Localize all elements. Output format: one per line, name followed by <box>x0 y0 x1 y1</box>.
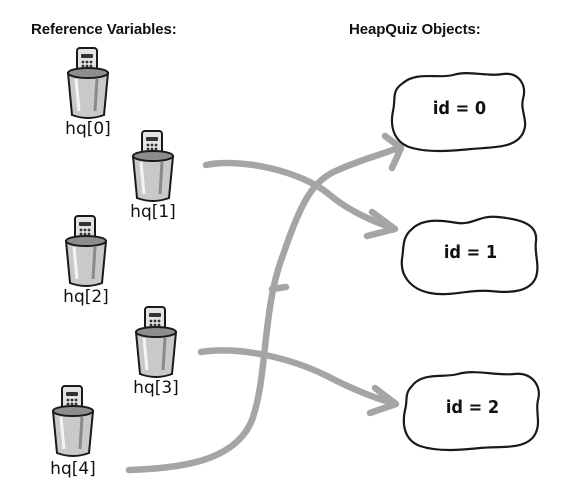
reference-variable: hq[3] <box>121 304 191 414</box>
arrow-hq4-to-id0 <box>125 144 402 474</box>
variable-label: hq[4] <box>50 459 96 479</box>
reference-variable: hq[2] <box>51 213 121 323</box>
object-blob <box>400 215 539 296</box>
variable-label: hq[2] <box>63 287 109 307</box>
remote-cup-icon <box>51 385 95 457</box>
heap-object: id = 1 <box>398 211 543 301</box>
object-blob <box>390 72 527 153</box>
remote-cup-icon <box>134 306 178 378</box>
arrowhead-hq3 <box>366 384 400 417</box>
object-id-label: id = 0 <box>432 98 487 119</box>
arrow-hq1-to-id1 <box>202 159 396 232</box>
object-id-label: id = 1 <box>443 242 498 263</box>
reference-variable: hq[4] <box>38 383 108 493</box>
reference-variable: hq[0] <box>53 45 123 155</box>
arrow-hq3-to-id2 <box>197 347 396 407</box>
object-id-label: id = 2 <box>445 397 500 418</box>
heap-object: id = 2 <box>400 366 545 456</box>
heapquiz-objects-heading: HeapQuiz Objects: <box>349 21 481 38</box>
object-blob <box>402 371 540 452</box>
arrowhead-hq1 <box>363 208 399 240</box>
arrow-tick <box>268 283 290 293</box>
variable-label: hq[1] <box>130 202 176 222</box>
variable-label: hq[3] <box>133 378 179 398</box>
remote-cup-icon <box>66 47 110 119</box>
reference-variable: hq[1] <box>118 128 188 238</box>
variable-label: hq[0] <box>65 119 111 139</box>
remote-cup-icon <box>131 130 175 202</box>
reference-variables-heading: Reference Variables: <box>31 21 177 38</box>
arrowhead-hq4 <box>381 132 405 172</box>
remote-cup-icon <box>64 215 108 287</box>
heap-object: id = 0 <box>387 67 532 157</box>
